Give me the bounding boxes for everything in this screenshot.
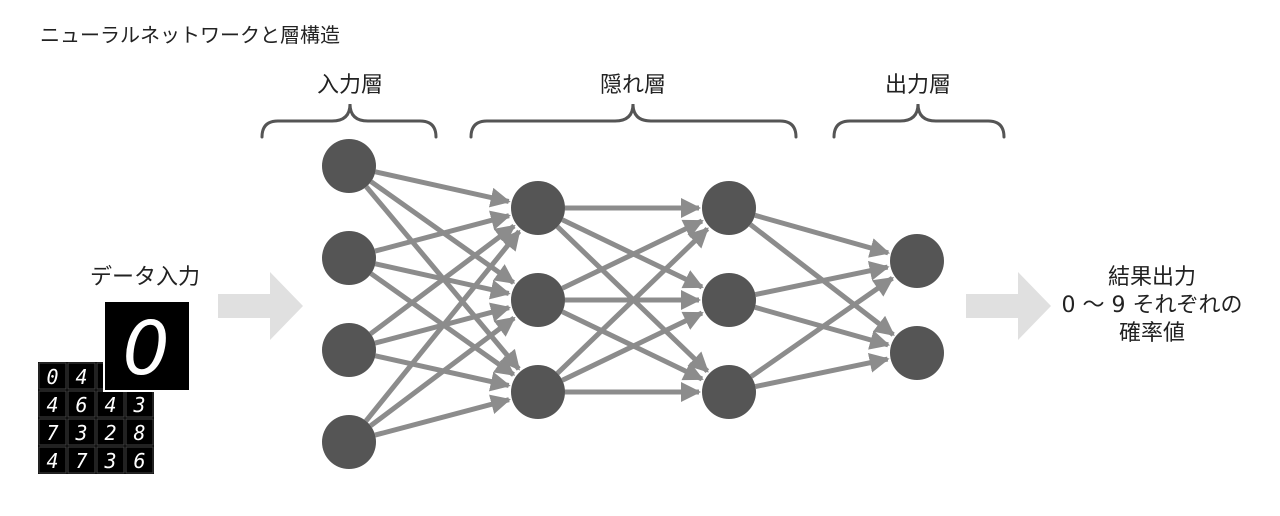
mnist-cell — [67, 418, 96, 446]
output-layer-label: 出力層 — [885, 73, 951, 98]
connection-l0-3-to-0 — [364, 229, 522, 423]
mnist-cell — [67, 390, 96, 418]
connection-l0-0-to-0 — [374, 169, 511, 208]
mnist-cell-digit: 0 — [46, 365, 58, 389]
node-layer2-0 — [702, 181, 756, 235]
mnist-cell-digit: 3 — [103, 449, 116, 473]
node-layer3-0 — [890, 234, 944, 288]
mnist-cell — [67, 446, 96, 474]
node-layer1-1 — [511, 273, 565, 327]
node-layer1-2 — [511, 365, 565, 419]
result-output-arrow — [966, 272, 1051, 340]
mnist-cell — [125, 418, 154, 446]
mnist-cell-digit: 7 — [75, 449, 87, 473]
connection-l1-2-to-1 — [561, 310, 704, 383]
sample-digit-text: 0 — [122, 306, 169, 392]
node-layer2-2 — [702, 365, 756, 419]
node-layer3-1 — [890, 326, 944, 380]
connection-l2-2-to-0 — [749, 276, 895, 379]
mnist-cell-digit: 4 — [104, 393, 116, 417]
connection-l0-1-to-0 — [374, 210, 511, 254]
output-layer-bracket — [832, 103, 1006, 139]
network-connections — [364, 169, 895, 438]
mnist-cell — [38, 446, 67, 474]
mnist-cell-digit: 7 — [46, 421, 58, 445]
connection-l2-2-to-1 — [754, 352, 890, 389]
mnist-cell-digit: 4 — [46, 449, 58, 473]
hidden-layer-label: 隠れ層 — [600, 73, 666, 98]
result-output-label: 結果出力 — [1108, 265, 1196, 290]
node-layer0-3 — [322, 415, 376, 469]
node-layer1-0 — [511, 181, 565, 235]
connection-l0-3-to-1 — [369, 316, 516, 428]
mnist-cell — [125, 446, 154, 474]
result-digits-label: 0 ～ 9 それぞれの — [1062, 293, 1243, 318]
network-nodes — [322, 139, 944, 469]
mnist-cell — [38, 418, 67, 446]
data-input-arrow — [218, 272, 303, 340]
mnist-cell — [96, 418, 125, 446]
hidden-layer-bracket — [469, 103, 798, 139]
result-probability-label: 確率値 — [1119, 321, 1185, 346]
connection-l2-1-to-0 — [754, 260, 890, 297]
node-layer0-0 — [322, 139, 376, 193]
mnist-cell — [96, 446, 125, 474]
data-input-label: データ入力 — [90, 265, 200, 290]
mnist-cell-digit: 4 — [75, 365, 87, 389]
diagram-title: ニューラルネットワークと層構造 — [40, 23, 340, 47]
mnist-cell — [38, 390, 67, 418]
mnist-cell-digit: 4 — [46, 393, 58, 417]
mnist-cell-digit: 6 — [133, 449, 145, 473]
mnist-cell-digit: 6 — [75, 393, 87, 417]
mnist-cell — [38, 362, 67, 390]
connection-l2-0-to-0 — [754, 212, 891, 258]
connection-l0-2-to-0 — [369, 224, 516, 336]
connection-l1-1-to-0 — [561, 218, 704, 291]
input-layer-label: 入力層 — [317, 73, 383, 98]
input-layer-bracket — [260, 103, 438, 139]
node-layer0-2 — [322, 323, 376, 377]
mnist-cell — [96, 390, 125, 418]
node-layer2-1 — [702, 273, 756, 327]
mnist-cell-digit: 3 — [132, 393, 145, 417]
connection-l1-2-to-0 — [555, 227, 710, 376]
mnist-cell-digit: 8 — [133, 421, 145, 445]
mnist-sample-digit: 0 — [103, 300, 191, 392]
mnist-cell-digit: 3 — [74, 421, 87, 445]
mnist-cell-digit: 2 — [104, 421, 116, 445]
mnist-cell — [125, 390, 154, 418]
mnist-cell — [67, 362, 96, 390]
connection-l0-3-to-2 — [374, 394, 511, 438]
node-layer0-1 — [322, 231, 376, 285]
